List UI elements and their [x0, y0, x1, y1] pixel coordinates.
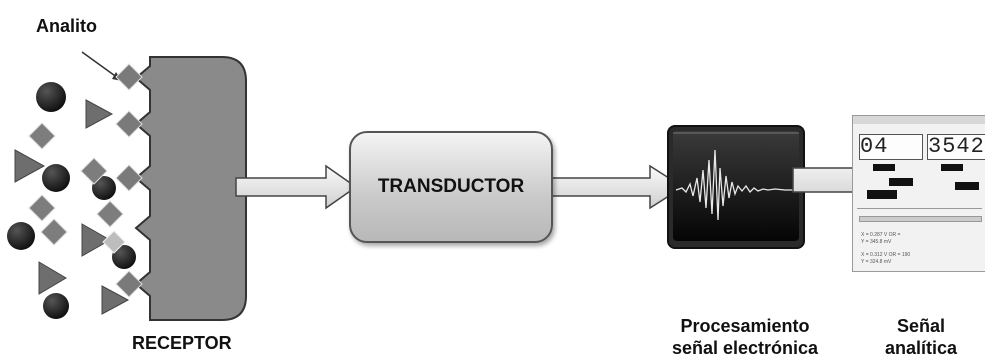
bound-analytes: [115, 63, 143, 298]
lcd-display-left: 04 13: [859, 134, 923, 160]
readout-row: X = 0.312 V OR = 190: [861, 252, 911, 258]
indicator-block: [955, 182, 979, 190]
instrument-panel: 04 13 3542 X = 0.287 V OR = Y = 345.8 mV…: [852, 115, 985, 272]
triangle-particle: [14, 149, 46, 183]
instrument-title-bar: [853, 116, 985, 124]
triangle-particle: [85, 99, 114, 129]
triangle-particle: [101, 285, 130, 315]
circle-particle: [112, 245, 136, 269]
panel-slider: [859, 216, 982, 222]
circle-particle: [7, 222, 35, 250]
circle-particle: [36, 82, 66, 112]
signal-label-line1: Señal: [896, 316, 946, 336]
transductor-label: TRANSDUCTOR: [377, 176, 525, 197]
triangle-particle: [81, 223, 112, 257]
circle-particle: [42, 164, 70, 192]
diamond-particle: [96, 200, 124, 228]
diamond-particle: [28, 194, 56, 222]
indicator-block: [941, 164, 963, 171]
screen-display: [673, 131, 799, 241]
diamond-particle: [80, 157, 108, 185]
panel-divider: [857, 208, 982, 209]
processing-label: Procesamiento señal electrónica: [650, 315, 840, 359]
readout-row: X = 0.287 V OR =: [861, 232, 901, 238]
signal-label: Señal analítica: [865, 315, 977, 359]
readout-row: Y = 345.8 mV: [861, 239, 892, 245]
processing-screen: [667, 125, 805, 249]
triangle-particle: [38, 261, 67, 295]
indicator-block: [873, 164, 895, 171]
processing-label-line2: señal electrónica: [671, 338, 819, 358]
signal-label-line2: analítica: [884, 338, 958, 358]
receptor-block: [134, 56, 247, 321]
indicator-block: [889, 178, 913, 186]
diamond-particle: [115, 110, 143, 138]
diamond-particle: [40, 218, 68, 246]
receptor-label: RECEPTOR: [132, 333, 232, 353]
readout-row: Y = 324.8 mV: [861, 259, 892, 265]
diamond-particle: [115, 164, 143, 192]
waveform-signal: [675, 149, 796, 221]
circle-particle: [92, 176, 116, 200]
diamond-particle: [28, 122, 56, 150]
diamond-particle: [115, 63, 143, 91]
arrow-receptor-to-transductor: [235, 164, 358, 210]
diamond-particle: [102, 230, 126, 254]
processing-label-line1: Procesamiento: [680, 316, 810, 336]
circle-particle: [43, 293, 69, 319]
indicator-block: [867, 190, 897, 199]
lcd-display-right: 3542: [927, 134, 985, 160]
free-particles: [7, 82, 136, 319]
analito-pointer: [81, 51, 119, 79]
analito-label: Analito: [36, 16, 97, 36]
diamond-particle: [115, 270, 143, 298]
transductor-box: TRANSDUCTOR: [349, 131, 553, 243]
arrow-transductor-to-processing: [550, 164, 685, 210]
